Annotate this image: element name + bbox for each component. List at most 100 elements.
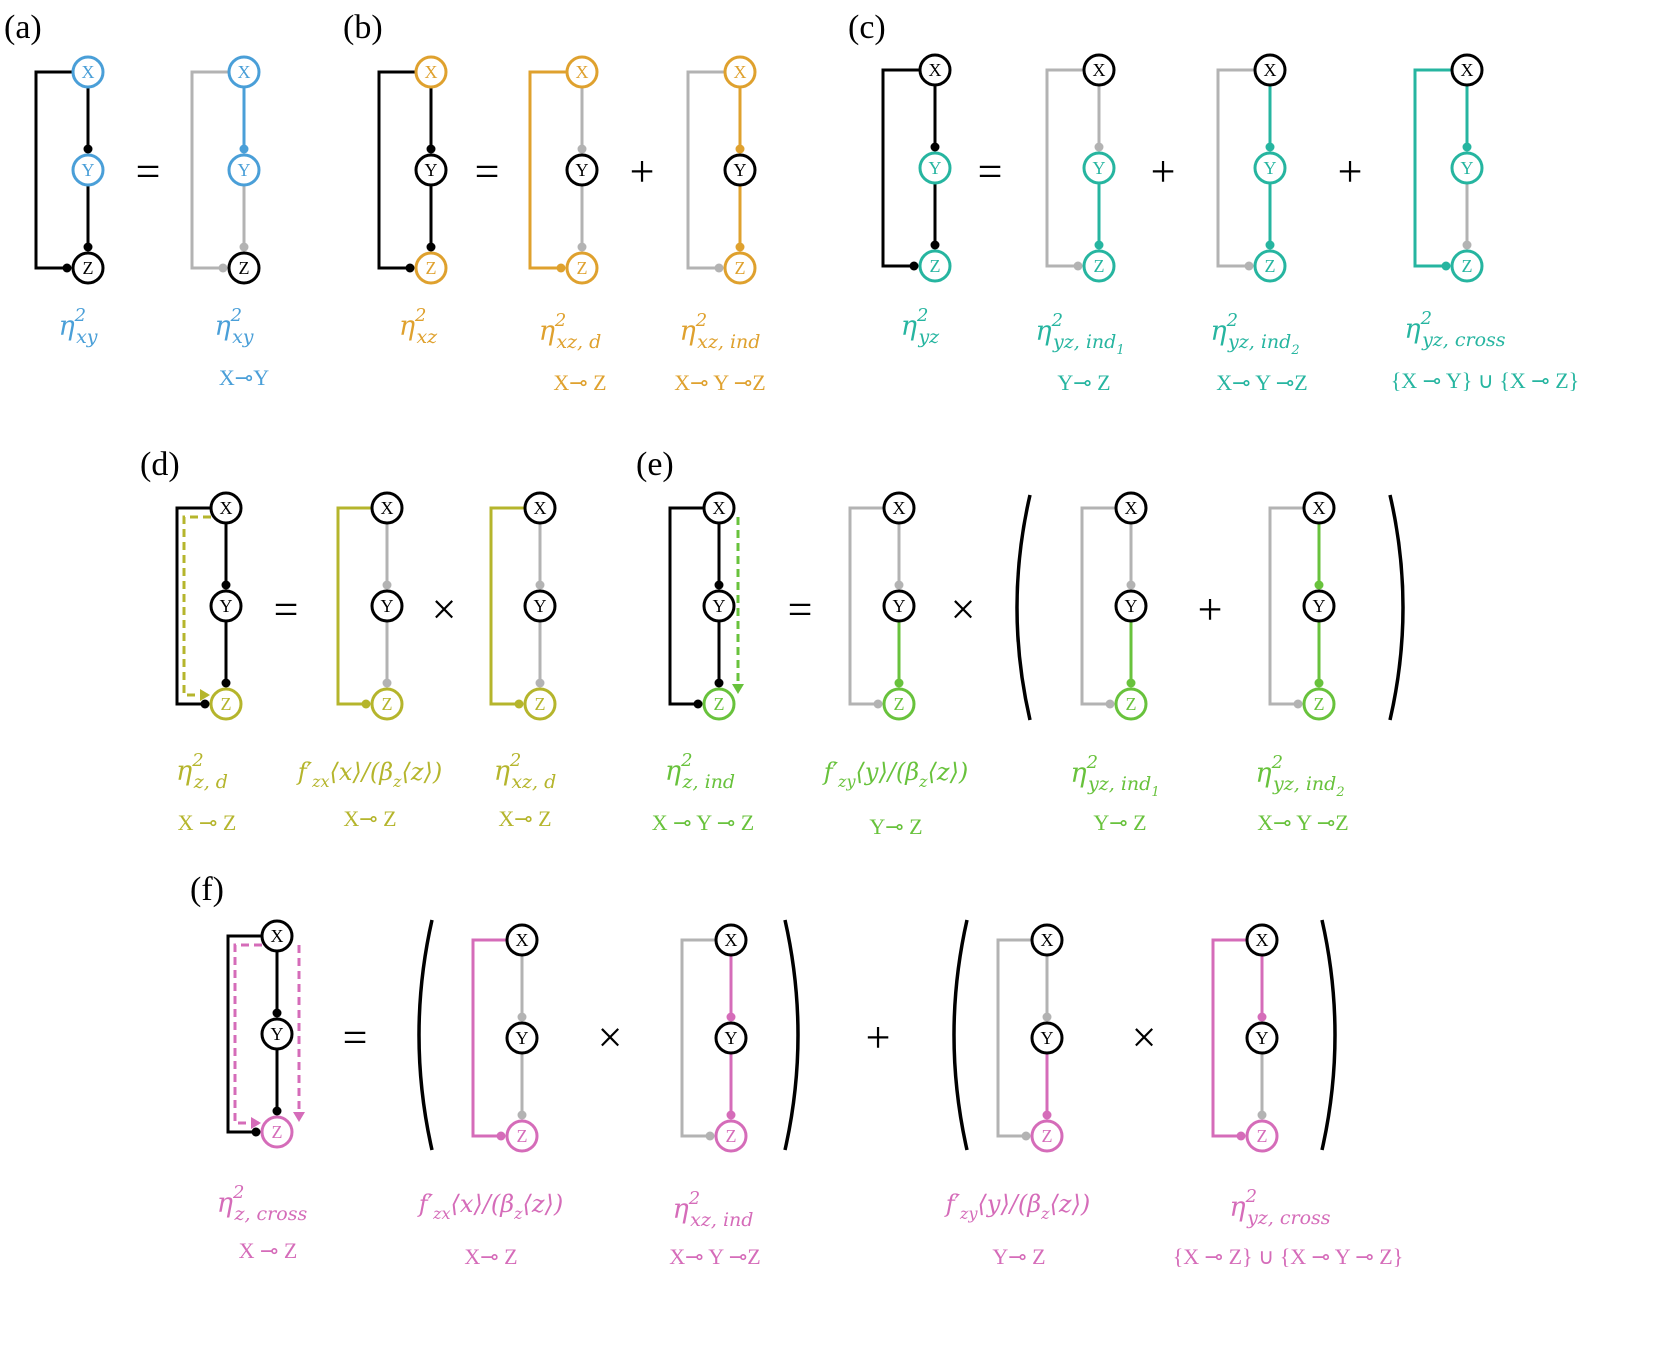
direct-edge-bracket [226,934,262,1134]
f-prime: ′ [955,1190,961,1218]
causal-path-label: X⊸ Z [553,370,606,395]
arrowhead-icon [200,689,210,701]
node-x-circle [1245,923,1279,957]
direct-edge-bracket [1211,938,1247,1138]
f-subscript: zx [432,1204,450,1223]
node-y-label: Y [381,596,394,616]
node-x-circle [723,55,757,89]
edge-endpoint-dot [894,580,904,590]
causal-path-label: X⊸Y [219,365,269,390]
eta-subscript: xz, ind [690,1209,753,1231]
edge-endpoint-dot [1257,1012,1267,1022]
node-z-circle [565,251,599,285]
node-z-circle [1114,687,1148,721]
node-y-label: Y [893,596,906,616]
eta-sub-subscript: 1 [1151,785,1159,800]
eta-subscript: yz, cross [1421,329,1506,351]
eta-superscript: 2 [1086,752,1098,773]
node-y-circle [227,153,261,187]
node-z-label: Z [1094,256,1105,276]
node-x-label: X [1093,60,1106,80]
node-x-label: X [238,62,251,82]
edge-endpoint-dot [577,144,587,154]
eta-symbol: η [1229,1192,1245,1223]
eta-subscript: xy [232,326,254,348]
edge-endpoint-dot [1462,142,1472,152]
operator-symbol: + [1338,147,1363,196]
node-x-label: X [381,498,394,518]
causal-path-label: X⊸ Z [464,1244,517,1269]
edge-endpoint-dot [735,242,745,252]
node-y-circle [523,589,557,623]
edge-endpoint-dot [1094,240,1104,250]
node-x-circle [1082,53,1116,87]
sensitivity-formula-label: f′zy⟨y⟩/(βz⟨z⟩)f′zy⟨y⟩/(βz⟨z⟩) [822,758,969,791]
node-z-circle [71,251,105,285]
panel-tag-d: (d) [140,446,180,483]
eta-symbol: η [1210,316,1226,347]
f-argument: ⟨x⟩/(β [330,758,394,786]
diagram-layer: XYZXYZXYZXYZXYZXYZXYZXYZXYZXYZXYZXYZXYZX… [34,53,1484,1153]
node-x-label: X [516,930,529,950]
node-y-label: Y [220,596,233,616]
panel-tag-e: (e) [636,446,674,483]
f-argument: ⟨y⟩/(β [856,758,920,786]
node-z-circle [1253,249,1287,283]
eta-symbol: η [399,311,415,342]
node-y-circle [1253,151,1287,185]
eta-superscript: 2 [1271,752,1283,773]
edge-endpoint-dot [1042,1012,1052,1022]
edge-endpoint-dot [382,580,392,590]
node-x-label: X [82,62,95,82]
node-y-label: Y [238,160,251,180]
beta-subscript: z [918,772,928,791]
eta-superscript: 2 [1420,308,1432,329]
direct-edge-bracket [1080,506,1116,706]
panel-tag-a: (a) [4,9,42,46]
node-z-circle [1030,1119,1064,1153]
dashed-direct-path [233,943,262,1125]
edge-endpoint-dot [517,1110,527,1120]
eta-sub-subscript: 2 [1290,343,1299,358]
eta-subscript: z, ind [682,771,736,793]
panel-tag-b: (b) [343,9,383,46]
node-x-circle [882,491,916,525]
node-z-label: Z [426,258,437,278]
node-x-label: X [1125,498,1138,518]
node-y-label: Y [1313,596,1326,616]
causal-path-label: X⊸ Z [498,806,551,831]
node-z-circle [882,687,916,721]
operator-symbol: = [343,1013,368,1062]
edge-endpoint-dot [200,699,210,709]
eta-superscript: 2 [688,1188,700,1209]
eta-superscript: 2 [509,750,521,771]
eta-superscript: 2 [191,750,203,771]
eta-subscript: xy [76,326,98,348]
direct-edge-bracket [377,70,416,270]
direct-edge-bracket [1413,68,1452,268]
eta-symbol: η [539,316,555,347]
direct-edge-bracket [686,70,725,270]
node-x-label: X [425,62,438,82]
right-parenthesis [1320,919,1337,1151]
node-y-circle [1082,151,1116,185]
edge-endpoint-dot [735,144,745,154]
node-x-label: X [713,498,726,518]
node-z-circle [1450,249,1484,283]
node-z-label: Z [735,258,746,278]
edge-endpoint-dot [1126,678,1136,688]
causal-path-label: X⊸ Z [343,806,396,831]
edge-endpoint-dot [577,242,587,252]
f-subscript: zy [837,772,856,791]
eta-symbol: η [1070,758,1086,789]
node-y-circle [71,153,105,187]
edge-endpoint-dot [1314,580,1324,590]
